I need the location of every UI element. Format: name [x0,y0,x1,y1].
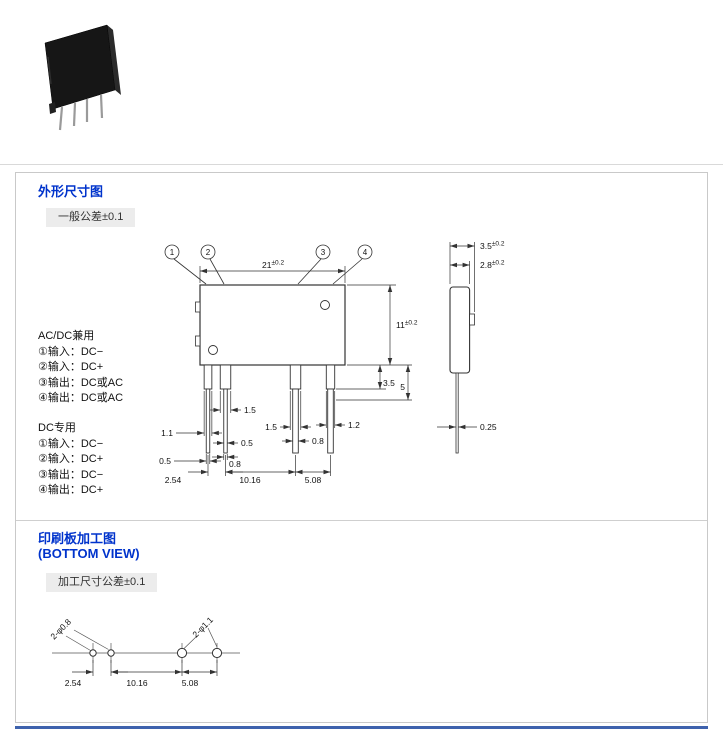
dim-shoulder-length-label: 3.5 [383,378,395,388]
dim-pin3-width-label: 0.8 [312,436,324,446]
section-title-pcb-2: (BOTTOM VIEW) [38,546,140,561]
dim-pin1-width-label: 0.5 [159,456,171,466]
dim-pin-thickness-label: 0.25 [480,422,497,432]
relay-pins-illustration [58,94,104,131]
legend-dc-title: DC专用 [38,422,76,434]
dim-pin-lengths [336,364,412,401]
legend-dc-item: ①输入：DC− [38,437,104,450]
callout-4: 4 [363,248,368,257]
tolerance-badge-machining: 加工尺寸公差±0.1 [46,573,158,592]
legend-acdc-item: ①输入：DC− [38,345,104,358]
relay-body-illustration [44,24,121,114]
bottom-view-dims [72,660,218,676]
legend-acdc-item: ②输入：DC+ [38,361,104,373]
pcb-pitch12-label: 2.54 [65,678,82,688]
legend-dc-item: ④输出：DC+ [38,484,104,496]
bottom-accent-bar [15,726,708,729]
legend-dc-item: ③输出：DC− [38,468,104,481]
dim-pitch12-label: 2.54 [165,475,182,485]
pcb-pitch23-label: 10.16 [126,678,148,688]
dim-side-body-label: 2.8±0.2 [480,260,505,271]
dim-pin-widths [174,391,345,464]
dim-pin2-shoulder-label: 1.5 [244,405,256,415]
legend-dc: DC专用 ①输入：DC− ②输入：DC+ ③输出：DC− ④输出：DC+ [38,421,103,499]
top-divider [0,164,723,165]
content-box: 外形尺寸图 一般公差±0.1 AC/DC兼用 ①输入：DC− ②输入：DC+ ③… [15,172,708,723]
dim-body-width-label: 21±0.2 [262,260,284,271]
section-title-outline: 外形尺寸图 [38,184,104,199]
pcb-drawing: 2-φ0.8 2-φ1.1 2.54 10.16 5.08 [48,615,240,688]
pin-callouts [164,244,373,285]
tolerance-badge-general: 一般公差±0.1 [46,208,136,227]
section-title-pcb-1: 印刷板加工图 [38,531,117,546]
legend-dc-item: ②输入：DC+ [38,453,104,465]
dim-pin3-shoulder-label: 1.5 [265,422,277,432]
bottom-view [52,627,240,663]
dim-pin-pitch [188,455,331,476]
pins [203,364,336,454]
dim-pin4-shoulder-label: 1.2 [348,420,360,430]
dim-side-total-label: 3.5±0.2 [480,241,505,252]
dim-standoff-label: 5 [400,382,405,392]
legend-acdc: AC/DC兼用 ①输入：DC− ②输入：DC+ ③输出：DC或AC ④输出：DC… [38,329,123,407]
dim-pin2-width-b-label: 0.8 [229,459,241,469]
dim-pin1-shoulder-label: 1.1 [161,428,173,438]
legend-acdc-item: ④输出：DC或AC [38,392,124,404]
outline-drawing: 1 2 3 4 [159,241,505,486]
legend-acdc-title: AC/DC兼用 [38,330,95,342]
dim-body-width [199,266,346,283]
callout-3: 3 [321,248,326,257]
dim-body-height [347,284,396,365]
side-view-dims [437,242,477,430]
dim-body-height-label: 11±0.2 [396,320,418,331]
dim-pitch23-label: 10.16 [239,475,261,485]
callout-1: 1 [170,248,175,257]
product-photo [44,24,121,131]
callout-2: 2 [206,248,211,257]
dim-pin2-width-label: 0.5 [241,438,253,448]
legend-acdc-item: ③输出：DC或AC [38,376,124,389]
section-divider [16,520,707,521]
side-view [449,286,475,454]
pcb-pitch34-label: 5.08 [182,678,199,688]
dim-pitch34-label: 5.08 [305,475,322,485]
front-view [195,284,346,454]
